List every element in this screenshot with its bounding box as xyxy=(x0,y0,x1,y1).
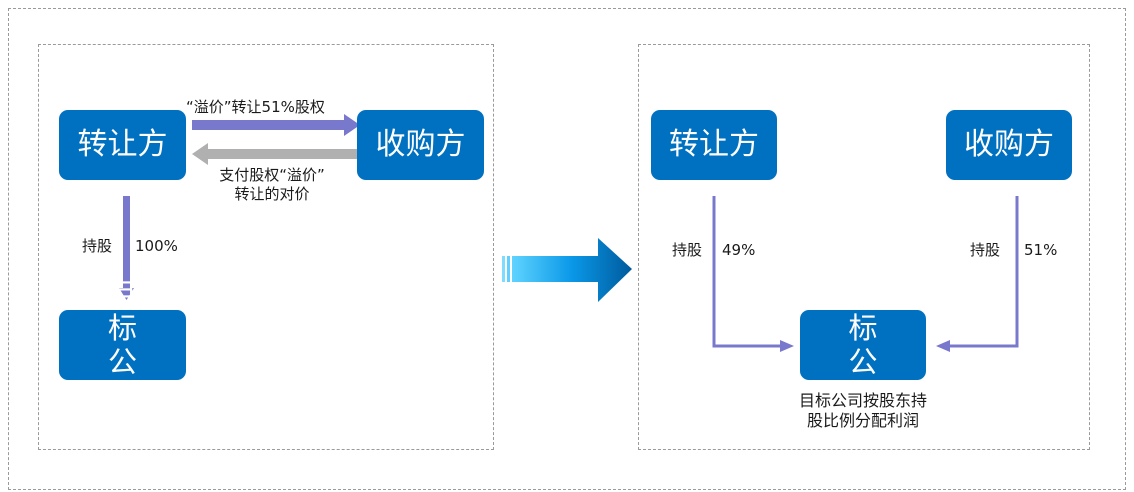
arrow-transfer-equity xyxy=(192,114,360,136)
right-target-line2: 公 司 xyxy=(848,345,894,413)
arrow-hold-49-head xyxy=(780,340,794,352)
arrow-hold-49 xyxy=(712,196,782,348)
arrow-hold-51 xyxy=(948,196,1019,348)
left-hold-pct: 100% xyxy=(135,237,178,255)
right-panel-frame xyxy=(638,44,1090,450)
right-hold-label-left: 持股 xyxy=(672,241,703,259)
right-hold-label-right: 持股 xyxy=(970,241,1001,259)
label-payment: 支付股权“溢价” 转让的对价 xyxy=(198,166,346,204)
right-hold-pct-right: 51% xyxy=(1024,241,1058,259)
right-hold-pct-left: 49% xyxy=(722,241,756,259)
right-profit-note: 目标公司按股东持 股比例分配利润 xyxy=(770,391,956,431)
left-target-line1: 目 标 xyxy=(107,277,153,345)
big-transition-arrow xyxy=(502,238,632,302)
arrow-hold-51-head xyxy=(936,340,950,352)
right-transferor-box: 转让方 xyxy=(651,110,777,180)
outer-frame xyxy=(8,8,1126,490)
left-target-company-box: 目 标 公 司 xyxy=(59,277,186,413)
left-panel-frame xyxy=(38,44,494,450)
right-target-line1: 目 标 xyxy=(848,277,894,345)
arrow-payment xyxy=(192,143,360,165)
right-acquirer-box: 收购方 xyxy=(946,110,1072,180)
label-payment-line2: 转让的对价 xyxy=(234,185,310,203)
right-profit-note-line1: 目标公司按股东持 xyxy=(798,391,927,410)
left-target-line2: 公 司 xyxy=(107,345,153,413)
right-profit-note-line2: 股比例分配利润 xyxy=(806,411,919,430)
left-transferor-box: 转让方 xyxy=(59,110,186,180)
label-transfer-equity: “溢价”转让51%股权 xyxy=(186,98,325,116)
left-acquirer-box: 收购方 xyxy=(357,110,484,180)
label-payment-line1: 支付股权“溢价” xyxy=(219,166,325,184)
left-hold-label: 持股 xyxy=(82,237,113,255)
right-target-company-box: 目 标 公 司 xyxy=(800,277,926,413)
arrow-hold-100 xyxy=(119,196,134,300)
